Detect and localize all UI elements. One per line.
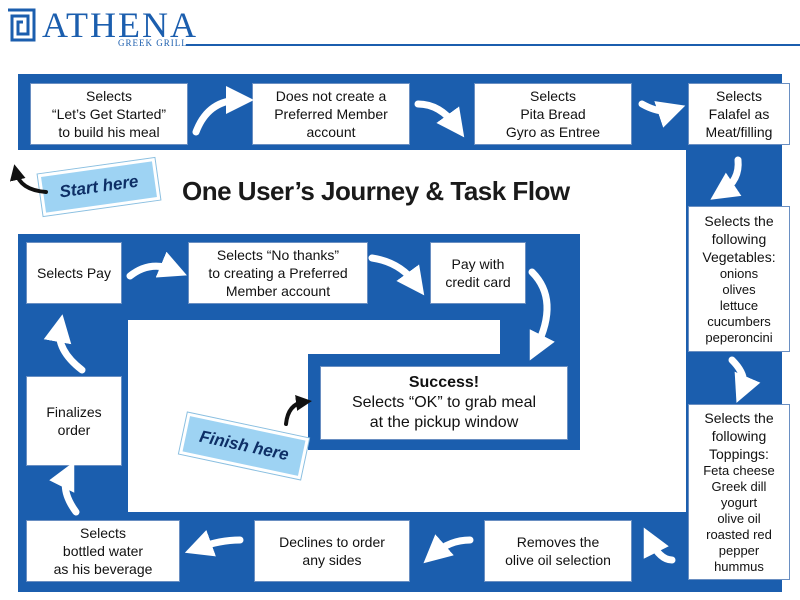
step-no-thanks: Selects “No thanks”to creating a Preferr… [188,242,368,304]
page-title: One User’s Journey & Task Flow [182,176,570,206]
brand-sub: GREEK GRILL [118,38,188,48]
step-select-pay: Selects Pay [26,242,122,304]
brand-name: ATHENA [42,5,198,45]
athena-logo: ATHENA GREEK GRILL [0,0,196,50]
header-rule [186,44,800,46]
greek-key-icon [8,8,36,42]
step-lets-get-started: Selects“Let’s Get Started”to build his m… [30,83,188,145]
